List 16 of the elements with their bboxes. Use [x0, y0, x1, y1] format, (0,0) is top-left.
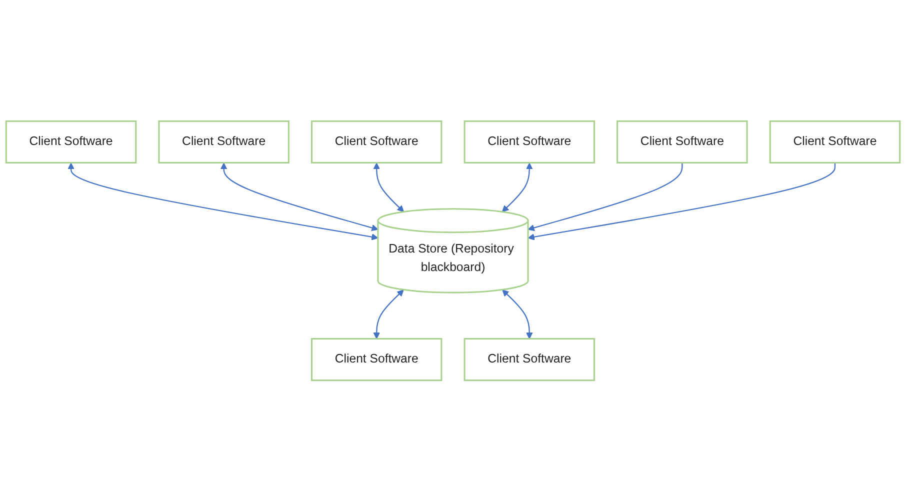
node-box: Client Software	[464, 120, 596, 164]
arrow	[373, 290, 404, 340]
arrow	[502, 290, 533, 340]
arrow	[528, 162, 683, 232]
node-box: Client Software	[616, 120, 748, 164]
arrow	[502, 162, 533, 212]
node-box: Client Software	[769, 120, 901, 164]
arrow	[373, 162, 404, 212]
node-box: Client Software	[5, 120, 137, 164]
arrow	[220, 162, 378, 232]
node-box: Client Software	[464, 338, 596, 382]
arrow	[528, 162, 836, 241]
arrow	[68, 162, 378, 241]
node-box: Client Software	[310, 120, 442, 164]
node-box: Client Software	[158, 120, 290, 164]
node-box: Client Software	[310, 338, 442, 382]
